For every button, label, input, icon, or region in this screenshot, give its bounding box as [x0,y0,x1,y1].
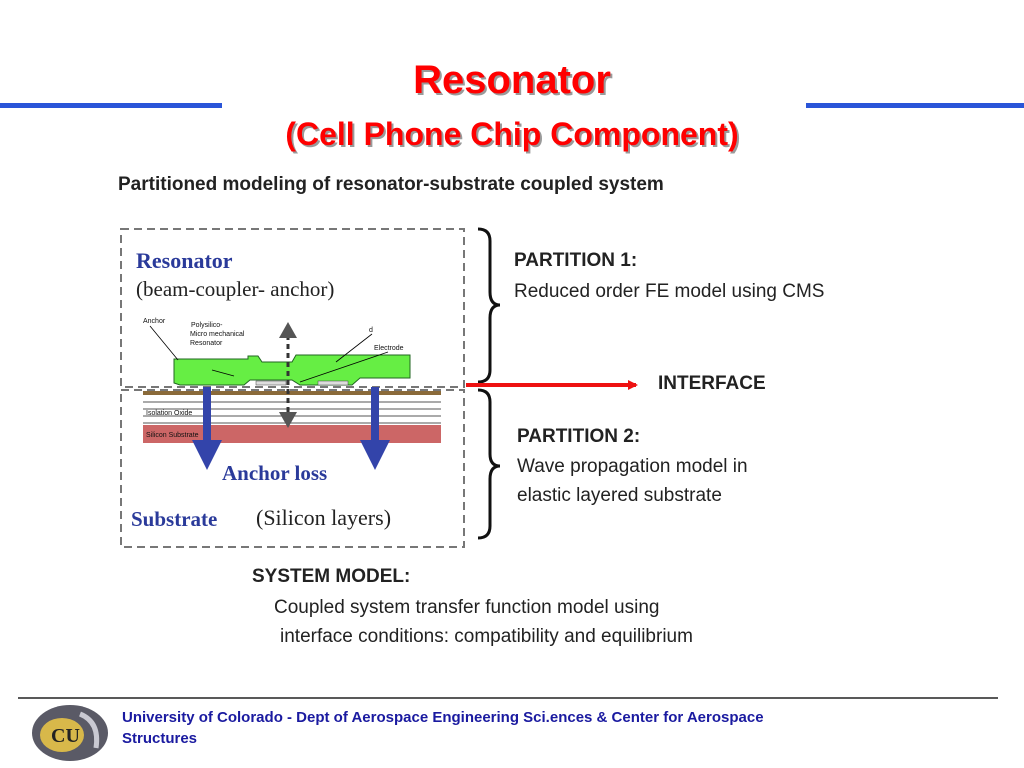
label-polysilicon: Polysilico- [191,322,223,329]
cu-logo-icon: CU [32,705,108,761]
resonator-description: (beam-coupler- anchor) [136,277,335,301]
partition2-title: PARTITION 2: [517,426,641,447]
substrate-description: (Silicon layers) [256,505,392,530]
title-rule-left [0,103,222,108]
partition2-box [120,389,465,548]
slide-subtitle: (Cell Phone Chip Component) [285,116,739,152]
system-model-line2: interface conditions: compatibility and … [280,626,693,647]
top-oxide-layer [143,391,441,395]
figure-heading: Partitioned modeling of resonator-substr… [118,174,664,195]
resonator-structure [173,354,411,386]
partition1-box [120,228,465,388]
system-model-line1: Coupled system transfer function model u… [274,597,660,618]
title-rule-right [806,103,1024,108]
up-arrowhead [279,322,297,338]
down-arrowhead [279,412,297,428]
slide-title: Resonator [413,58,611,102]
partition2-line1: Wave propagation model in [517,456,748,477]
partition1-description: Reduced order FE model using CMS [514,281,825,302]
silicon-substrate-layer [143,425,441,443]
anchor-loss-label: Anchor loss [222,461,328,485]
partition1-brace [477,227,501,384]
partition2-brace [477,388,501,540]
anchor-loss-arrow-left [192,440,222,470]
label-resonator-small: Resonator [190,340,223,347]
system-model-title: SYSTEM MODEL: [252,566,411,587]
resonator-label: Resonator [136,248,233,273]
substrate-label: Substrate [131,507,218,531]
anchor-loss-arrow-right [360,440,390,470]
label-gap-d: d [369,327,373,334]
label-anchor: Anchor [143,318,166,325]
footer-affiliation-line2: Structures [122,730,198,747]
label-electrode: Electrode [374,345,404,352]
electrode-left [255,380,287,386]
label-isolation-oxide: Isolation Oxide [146,410,193,417]
interface-label: INTERFACE [658,373,766,394]
electrode-right [317,380,349,386]
partition2-line2: elastic layered substrate [517,485,722,506]
svg-text:CU: CU [51,725,80,747]
footer-affiliation-line1: University of Colorado - Dept of Aerospa… [122,709,764,726]
partition1-title: PARTITION 1: [514,250,638,271]
label-silicon-substrate: Silicon Substrate [146,432,199,439]
label-micromechanical: Micro mechanical [190,331,245,338]
